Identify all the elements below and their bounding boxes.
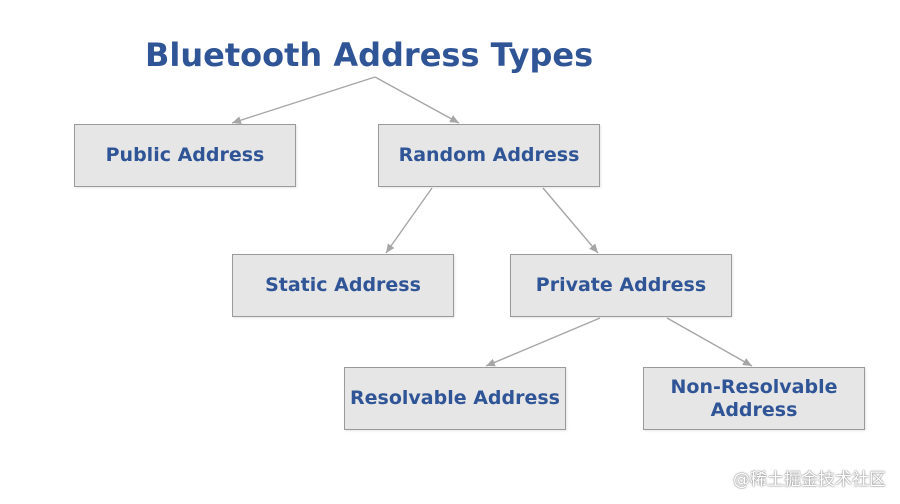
node-random-address: Random Address: [378, 124, 600, 187]
edge-private-nonresolvable: [666, 317, 753, 367]
node-static-address: Static Address: [232, 254, 454, 317]
node-static-address-label: Static Address: [265, 274, 421, 296]
node-private-address-label: Private Address: [535, 274, 707, 296]
diagram-title: Bluetooth Address Types: [145, 36, 594, 74]
edge-title-random: [374, 76, 460, 124]
node-public-address: Public Address: [74, 124, 296, 187]
node-public-address-label: Public Address: [105, 144, 265, 166]
node-non-resolvable-line1: Non-Resolvable: [670, 375, 838, 398]
node-random-address-label: Random Address: [398, 144, 580, 166]
edge-title-public: [231, 76, 376, 125]
node-non-resolvable-address: Non-Resolvable Address: [643, 367, 865, 430]
edge-random-static: [385, 187, 433, 254]
edge-random-private: [542, 187, 599, 254]
edge-private-resolvable: [485, 317, 601, 367]
node-non-resolvable-line2: Address: [710, 398, 798, 421]
node-resolvable-address: Resolvable Address: [344, 367, 566, 430]
node-resolvable-address-label: Resolvable Address: [350, 387, 560, 409]
node-private-address: Private Address: [510, 254, 732, 317]
watermark: @稀土掘金技术社区: [733, 470, 886, 490]
